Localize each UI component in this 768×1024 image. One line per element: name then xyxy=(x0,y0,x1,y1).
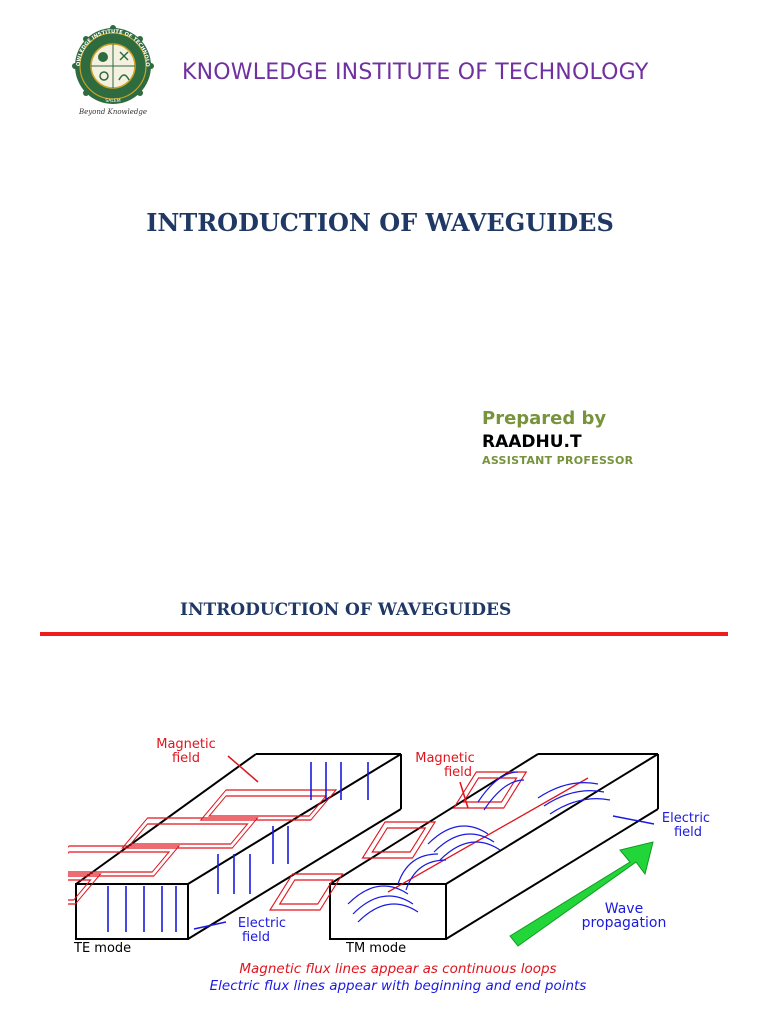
te-electric-arrow xyxy=(193,921,227,930)
te-electric-lines xyxy=(107,762,369,932)
tm-magnetic-label-2: field xyxy=(444,765,472,780)
te-magnetic-label: Magnetic xyxy=(156,737,216,752)
te-magnetic-loops xyxy=(68,789,338,905)
slide-title: INTRODUCTION OF WAVEGUIDES xyxy=(146,208,614,237)
institute-logo: KNOWLEDGE INSTITUTE OF TECHNOLOGY SALEM … xyxy=(68,24,154,116)
tm-magnetic-loops xyxy=(268,771,589,911)
slide-title: INTRODUCTION OF WAVEGUIDES xyxy=(180,600,512,620)
tm-electric-label: Electric xyxy=(662,811,710,826)
wave-propagation-arrow xyxy=(509,841,654,947)
caption-magnetic: Magnetic flux lines appear as continuous… xyxy=(239,961,556,977)
title-slide: KNOWLEDGE INSTITUTE OF TECHNOLOGY SALEM … xyxy=(68,24,649,467)
logo-serrated-edge xyxy=(72,25,154,96)
prepared-by-label: Prepared by xyxy=(482,408,607,429)
te-front-face xyxy=(75,883,189,940)
logo-city-text: SALEM xyxy=(105,98,120,104)
author-role: ASSISTANT PROFESSOR xyxy=(482,454,634,467)
title-underline xyxy=(40,632,728,636)
tools-icon xyxy=(119,51,129,61)
gear-icon xyxy=(99,71,109,81)
wave-label-2: propagation xyxy=(582,915,667,931)
caption-electric: Electric flux lines appear with beginnin… xyxy=(210,978,587,994)
tm-electric-arrow xyxy=(612,815,655,825)
content-slide: INTRODUCTION OF WAVEGUIDES xyxy=(0,560,768,1024)
te-mode-label: TE mode xyxy=(73,941,131,956)
te-electric-label-2: field xyxy=(242,930,270,945)
tm-front-face xyxy=(329,883,447,940)
te-electric-label: Electric xyxy=(238,916,286,931)
tm-electric-label-2: field xyxy=(674,825,702,840)
tm-magnetic-label: Magnetic xyxy=(415,751,475,766)
tm-magnetic-arrow xyxy=(459,781,469,809)
book-icon xyxy=(118,74,130,81)
tm-mode-label: TM mode xyxy=(345,941,406,956)
te-magnetic-label-2: field xyxy=(172,751,200,766)
te-magnetic-arrow xyxy=(227,755,259,783)
wave-label: Wave xyxy=(605,901,643,917)
institute-name: KNOWLEDGE INSTITUTE OF TECHNOLOGY xyxy=(182,60,649,85)
tm-electric-lines xyxy=(347,771,611,923)
waveguide-modes-diagram: Magnetic field Electric field TE mode xyxy=(68,737,710,994)
author-name: RAADHU.T xyxy=(482,432,582,452)
logo-tagline: Beyond Knowledge xyxy=(78,108,147,116)
globe-icon xyxy=(98,52,108,62)
